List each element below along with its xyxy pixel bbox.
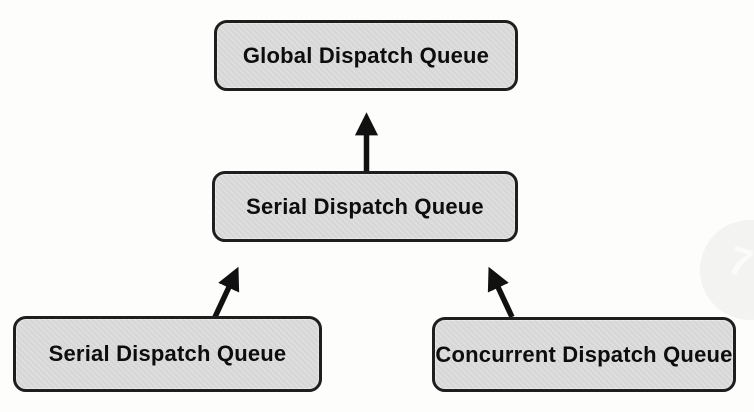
node-global-dispatch-queue: Global Dispatch Queue: [214, 20, 518, 91]
node-serial-dispatch-queue-middle: Serial Dispatch Queue: [212, 171, 518, 242]
node-label: Global Dispatch Queue: [242, 42, 490, 68]
watermark-circle: 7: [700, 220, 754, 320]
arrow-serial-bottom-to-serial-icon: [212, 266, 240, 319]
watermark-glyph: 7: [722, 237, 754, 287]
arrow-concurrent-to-serial-icon: [487, 266, 515, 319]
node-serial-dispatch-queue-bottom: Serial Dispatch Queue: [13, 316, 322, 392]
node-label: Serial Dispatch Queue: [246, 193, 484, 219]
node-label: Serial Dispatch Queue: [48, 341, 287, 366]
node-label: Concurrent Dispatch Queue: [435, 341, 733, 367]
node-concurrent-dispatch-queue: Concurrent Dispatch Queue: [432, 317, 736, 392]
